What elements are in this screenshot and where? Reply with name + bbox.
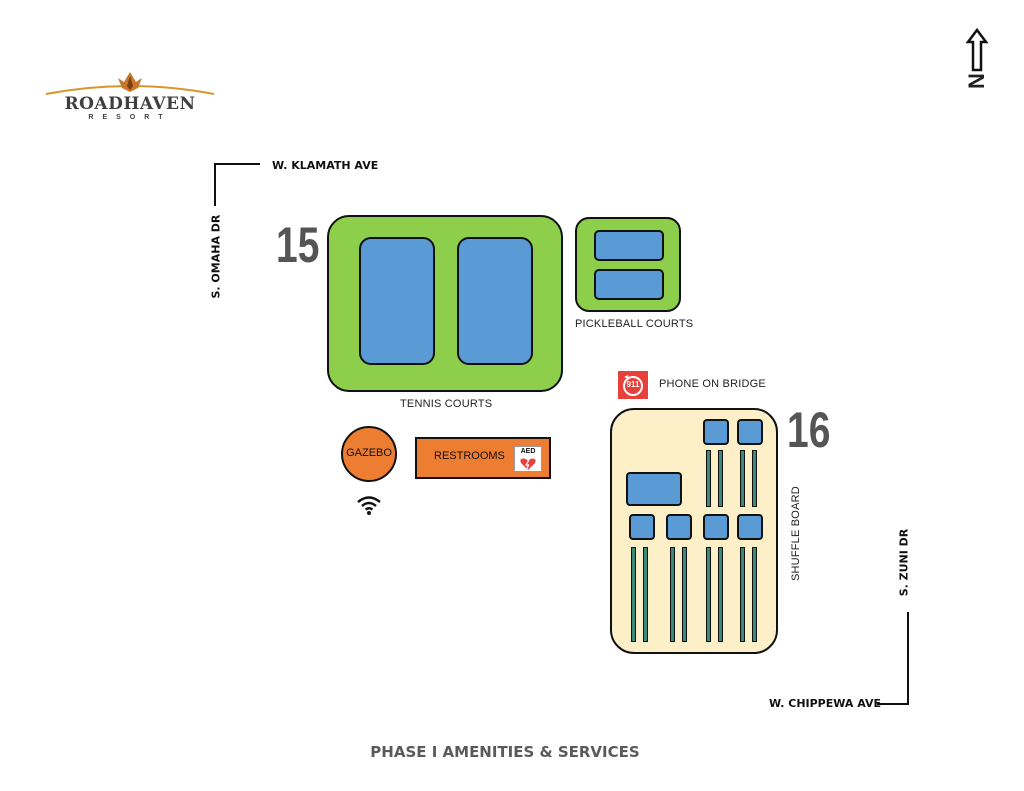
north-letter: N bbox=[964, 73, 989, 89]
shuffleboard-lane bbox=[740, 450, 745, 507]
map-footer-title: PHASE I AMENITIES & SERVICES bbox=[370, 743, 640, 761]
shuffleboard-lane bbox=[670, 547, 675, 642]
street-zuni-label: S. ZUNI DR bbox=[897, 528, 911, 597]
shuffleboard-square bbox=[703, 514, 729, 540]
gazebo-marker[interactable]: GAZEBO bbox=[341, 426, 397, 482]
shuffleboard-square bbox=[737, 419, 763, 445]
street-klamath-label: W. KLAMATH AVE bbox=[272, 159, 379, 172]
zuni-street-line bbox=[907, 612, 909, 705]
shuffleboard-lane bbox=[752, 450, 757, 507]
area-15-number: 15 bbox=[276, 217, 320, 273]
restrooms-building[interactable]: RESTROOMS AED bbox=[415, 437, 551, 479]
phone-911-icon: 911 bbox=[618, 371, 648, 399]
shuffleboard-lane bbox=[740, 547, 745, 642]
shuffleboard-bench bbox=[626, 472, 682, 506]
shuffleboard-square bbox=[703, 419, 729, 445]
pickleball-court-2 bbox=[594, 269, 664, 300]
logo-name: ROADHAVEN bbox=[64, 94, 196, 114]
tennis-courts-label: TENNIS COURTS bbox=[400, 398, 493, 410]
tennis-court-area[interactable] bbox=[327, 215, 563, 392]
shuffleboard-lane bbox=[631, 547, 636, 642]
resort-logo: ROADHAVEN RESORT bbox=[34, 68, 226, 124]
shuffleboard-square bbox=[737, 514, 763, 540]
pickleball-courts-label: PICKLEBALL COURTS bbox=[575, 318, 694, 330]
shuffleboard-lane bbox=[643, 547, 648, 642]
shuffleboard-area[interactable] bbox=[610, 408, 778, 654]
area-16-number: 16 bbox=[787, 402, 831, 458]
omaha-street-line bbox=[214, 163, 216, 206]
shuffleboard-square bbox=[629, 514, 655, 540]
logo-sub: RESORT bbox=[88, 114, 172, 121]
aed-label: AED bbox=[520, 448, 536, 455]
phone-badge-text: 911 bbox=[626, 380, 640, 389]
restrooms-label: RESTROOMS bbox=[434, 450, 505, 462]
tennis-court-1 bbox=[359, 237, 435, 365]
shuffleboard-lane bbox=[706, 450, 711, 507]
chippewa-street-line bbox=[877, 703, 909, 705]
phoenix-logo-icon bbox=[45, 72, 215, 95]
shuffleboard-lane bbox=[682, 547, 687, 642]
shuffleboard-lane bbox=[752, 547, 757, 642]
street-omaha-label: S. OMAHA DR bbox=[209, 214, 223, 299]
shuffleboard-label: SHUFFLE BOARD bbox=[790, 486, 802, 581]
gazebo-label: GAZEBO bbox=[346, 447, 392, 459]
klamath-street-line bbox=[214, 163, 260, 165]
pickleball-court-area[interactable] bbox=[575, 217, 681, 312]
aed-heart-icon: AED bbox=[514, 446, 542, 472]
tennis-court-2 bbox=[457, 237, 533, 365]
pickleball-court-1 bbox=[594, 230, 664, 261]
north-compass: N bbox=[962, 28, 992, 94]
phone-on-bridge-label: PHONE ON BRIDGE bbox=[659, 378, 766, 390]
shuffleboard-lane bbox=[718, 450, 723, 507]
shuffleboard-lane bbox=[718, 547, 723, 642]
shuffleboard-square bbox=[666, 514, 692, 540]
wifi-icon bbox=[357, 496, 381, 515]
shuffleboard-lane bbox=[706, 547, 711, 642]
north-arrow-icon bbox=[965, 28, 989, 72]
street-chippewa-label: W. CHIPPEWA AVE bbox=[769, 697, 882, 710]
